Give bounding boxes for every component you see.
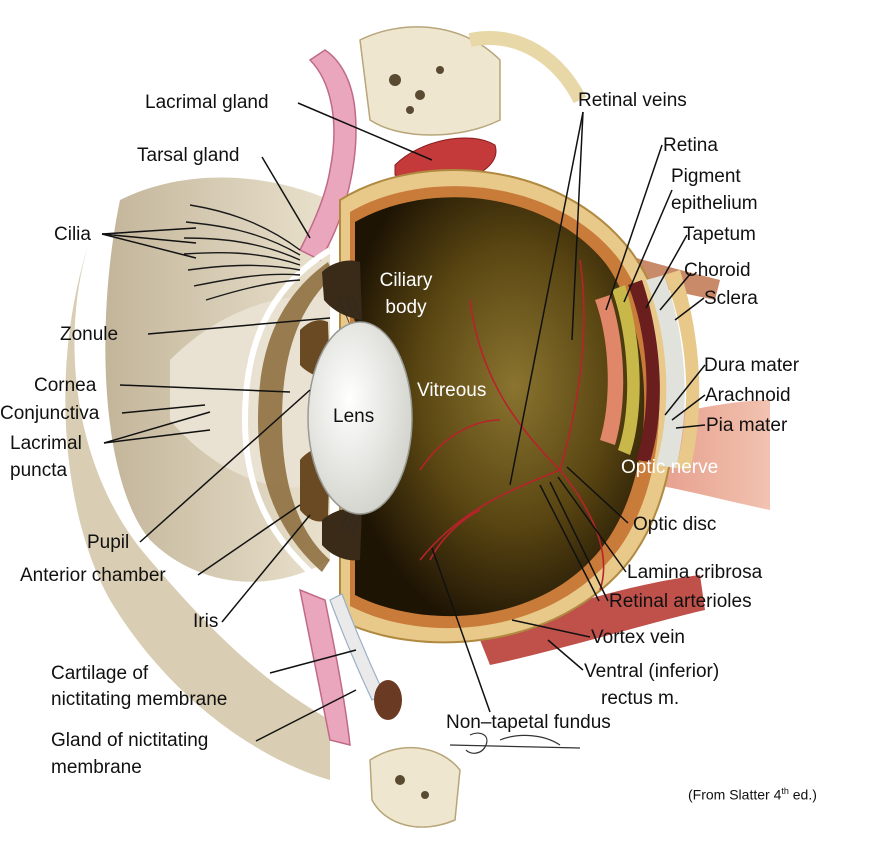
vitreous-body [355,197,645,617]
label-iris: Iris [193,611,219,632]
label-pigment-epithelium-2: epithelium [671,193,758,214]
label-ventral-rectus-1: Ventral (inferior) [584,661,720,682]
nictitating-gland [374,680,402,720]
leader-lines [101,102,706,742]
orbital-bone-top [359,26,587,136]
label-sclera: Sclera [704,288,758,309]
label-conjunctiva: Conjunctiva [0,403,100,424]
label-retinal-veins: Retinal veins [578,90,687,111]
label-gland-nictitating-1: Gland of nictitating [51,730,209,751]
orbital-bone-bottom [369,747,461,828]
cornea [241,247,332,588]
artist-signature [449,732,581,754]
label-cornea: Cornea [34,375,97,396]
label-pupil: Pupil [87,532,130,553]
label-zonule: Zonule [60,324,119,345]
label-gland-nictitating-2: membrane [51,757,142,778]
label-tarsal-gland: Tarsal gland [137,145,240,166]
label-choroid: Choroid [684,260,751,281]
label-lacrimal-gland: Lacrimal gland [145,92,269,113]
label-cartilage-1: Cartilage of [51,663,149,684]
label-lamina-cribrosa: Lamina cribrosa [627,562,763,583]
label-lens: Lens [333,406,375,427]
label-dura-mater: Dura mater [704,355,800,376]
label-vitreous: Vitreous [417,380,487,401]
ciliary-body [322,260,362,320]
source-citation-prefix: (From Slatter 4 [688,786,782,803]
label-non-tapetal-fundus: Non–tapetal fundus [446,712,611,733]
label-pia-mater: Pia mater [706,415,788,436]
label-lacrimal-puncta-2: puncta [10,460,68,481]
label-tapetum: Tapetum [683,224,756,245]
vortex-muscle [480,575,705,665]
anterior-chamber [258,262,334,572]
label-optic-disc: Optic disc [633,514,717,535]
ciliary-body-lower [322,507,362,561]
label-ciliary-body-1: Ciliary [379,270,433,291]
source-citation-suffix: ed.) [788,786,817,803]
lower-eyelid [298,588,351,746]
retinal-vessels [419,259,605,591]
label-arachnoid: Arachnoid [705,385,791,406]
lens [307,321,413,515]
label-ciliary-body-2: body [385,297,427,318]
label-lacrimal-puncta-1: Lacrimal [10,433,82,454]
label-vortex-vein: Vortex vein [591,627,685,648]
label-cilia: Cilia [54,224,91,245]
source-citation-sup: th [781,786,789,796]
label-retinal-arterioles: Retinal arterioles [609,591,752,612]
layered-cut [595,270,700,470]
eyelashes [183,204,301,301]
label-anterior-chamber: Anterior chamber [20,565,166,586]
label-retina: Retina [663,135,718,156]
label-ventral-rectus-2: rectus m. [601,688,680,709]
source-citation: (From Slatter 4th ed.) [688,779,817,808]
label-optic-nerve: Optic nerve [621,457,719,478]
label-cartilage-2: nictitating membrane [51,689,228,710]
label-pigment-epithelium-1: Pigment [671,166,741,187]
